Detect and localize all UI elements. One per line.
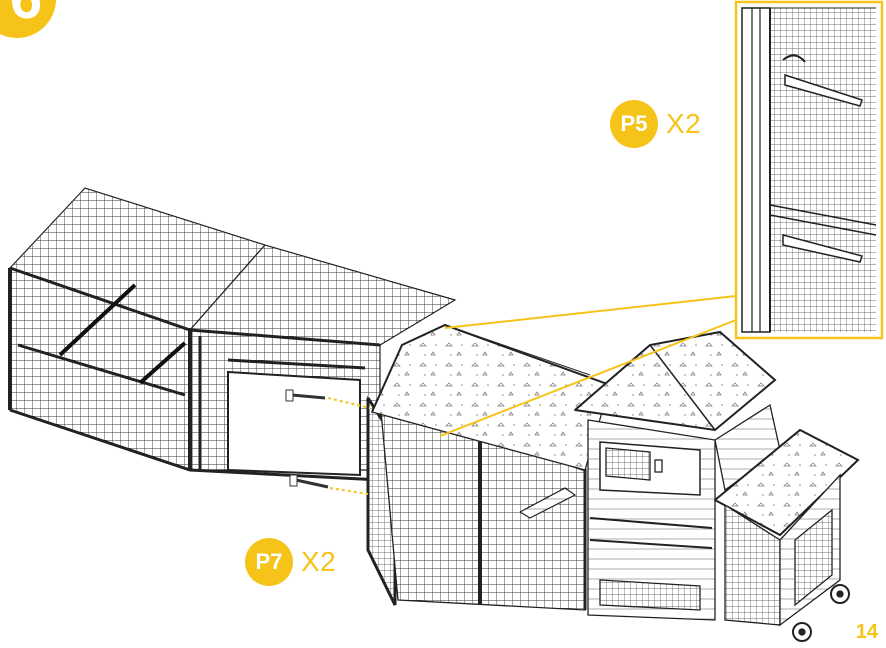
run-section-left <box>8 187 457 482</box>
part-p5-quantity: X2 <box>666 108 702 139</box>
part-p7-quantity: X2 <box>301 546 337 577</box>
part-p7-badge: P7 <box>245 538 293 586</box>
detail-inset <box>734 0 884 340</box>
part-p5-badge: P5 <box>610 100 658 148</box>
screw-p7-lower <box>289 474 369 495</box>
page-number: 14 <box>855 621 878 643</box>
inset-leader-lines <box>439 295 737 437</box>
roofed-section <box>371 323 611 611</box>
screw-p7-upper <box>285 389 371 409</box>
part-callout-p5: P5 X2 <box>610 100 701 148</box>
coop-house <box>573 330 860 642</box>
part-callout-p7: P7 X2 <box>245 538 336 586</box>
